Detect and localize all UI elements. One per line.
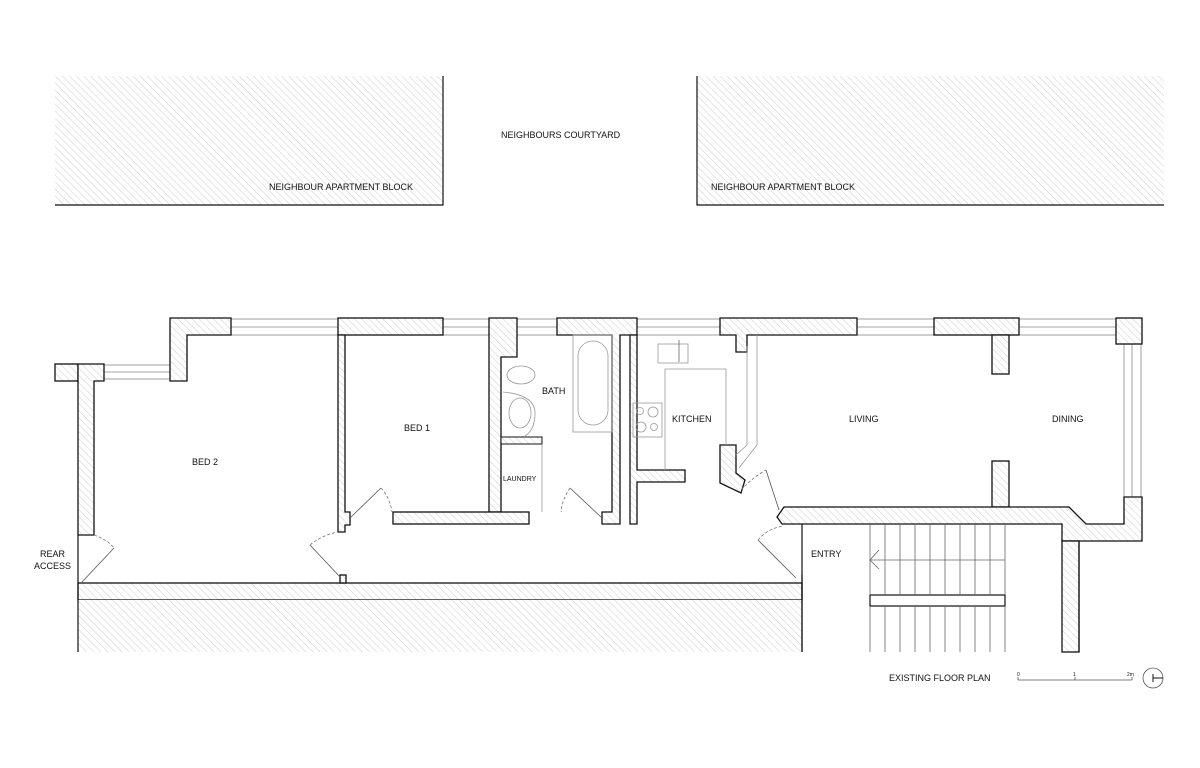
windows xyxy=(103,318,1142,498)
rear-access-label-1: REAR xyxy=(40,549,66,559)
room-bed2-label: BED 2 xyxy=(192,457,218,467)
room-entry-label: ENTRY xyxy=(811,549,841,559)
neighbour-block-right: NEIGHBOUR APARTMENT BLOCK xyxy=(696,76,1164,206)
rear-access-label-2: ACCESS xyxy=(34,561,71,571)
scale-tick-2: 2m xyxy=(1127,672,1134,678)
scale-bar: 0 1 2m xyxy=(1017,672,1134,681)
fixtures xyxy=(500,334,758,512)
neighbour-left-label: NEIGHBOUR APARTMENT BLOCK xyxy=(269,182,413,192)
drawing-title: EXISTING FLOOR PLAN xyxy=(889,673,991,683)
neighbour-block-left: NEIGHBOUR APARTMENT BLOCK xyxy=(55,76,444,206)
staircase xyxy=(801,524,1080,652)
room-living-label: LIVING xyxy=(849,414,879,424)
courtyard-label: NEIGHBOURS COURTYARD xyxy=(501,130,621,140)
scale-tick-0: 0 xyxy=(1017,672,1020,678)
room-bath-label: BATH xyxy=(542,386,565,396)
scale-tick-1: 1 xyxy=(1073,672,1076,678)
room-laundry-label: LAUNDRY xyxy=(503,476,537,483)
room-kitchen-label: KITCHEN xyxy=(672,414,712,424)
room-dining-label: DINING xyxy=(1052,414,1084,424)
room-bed1-label: BED 1 xyxy=(404,423,430,433)
doors xyxy=(81,469,797,583)
neighbour-right-label: NEIGHBOUR APARTMENT BLOCK xyxy=(711,182,855,192)
walls xyxy=(54,317,1143,653)
north-arrow-icon xyxy=(1142,667,1164,689)
